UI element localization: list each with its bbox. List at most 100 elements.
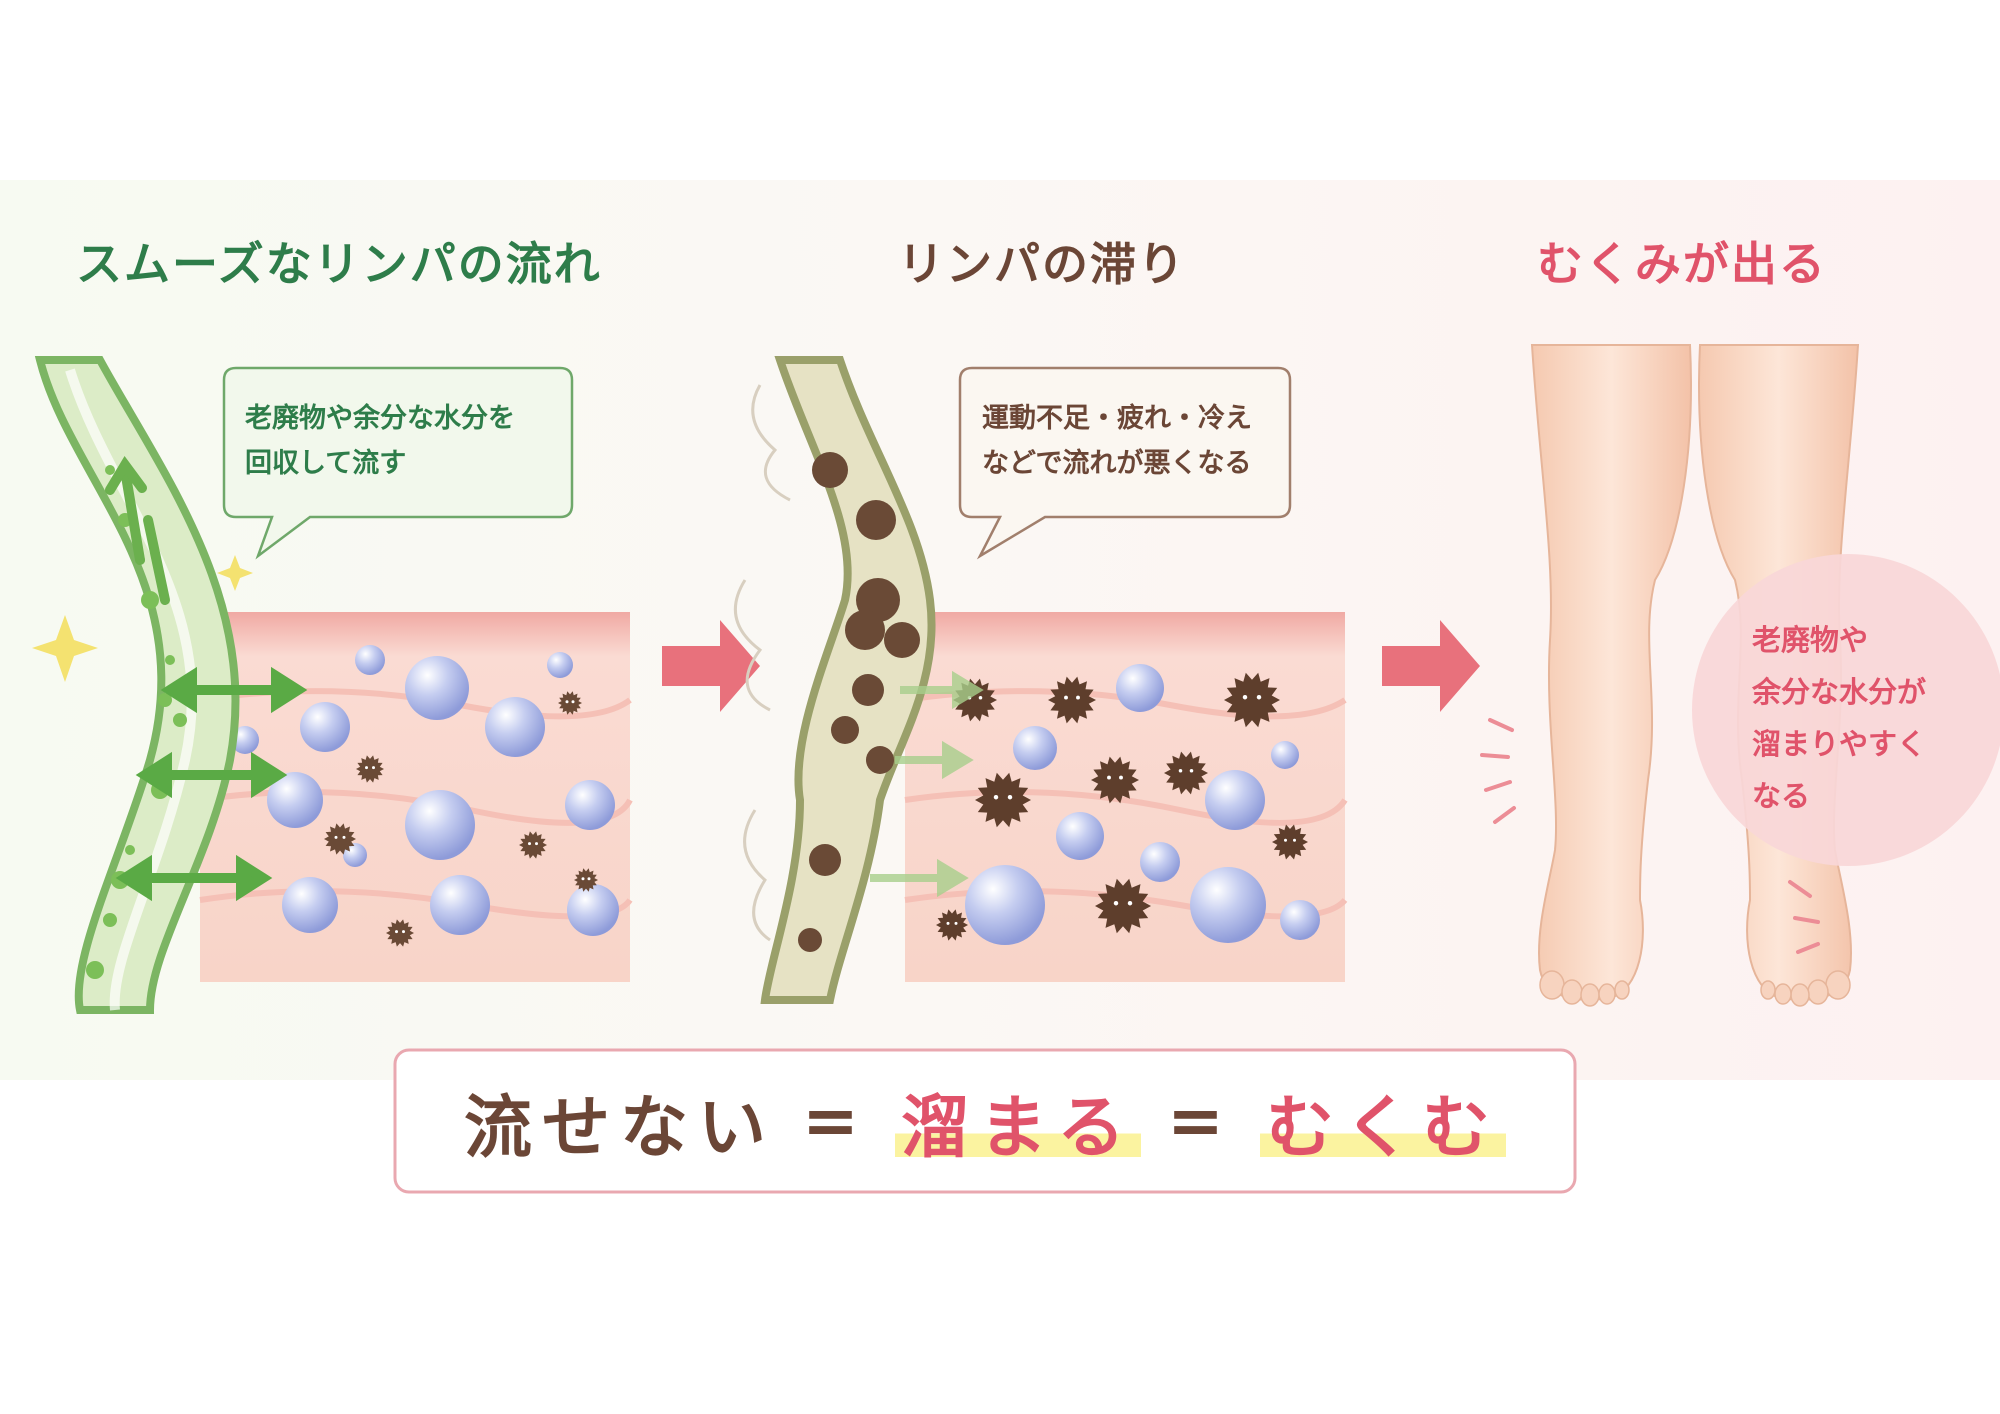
waste-eye [1119,775,1123,780]
water-bubble [1271,741,1299,769]
waste-eye [1064,695,1068,700]
waste-particle [1095,878,1151,934]
arrow-right-icon [1382,620,1480,712]
waste-eye [395,930,398,934]
water-bubble [355,645,385,675]
formula-part-no-flow: 流せない [463,1088,776,1168]
waste-clump [845,610,885,650]
flow-particle [165,655,175,665]
waste-particle [386,919,414,947]
formula-equals: = [1167,1081,1234,1161]
waste-eye [1284,838,1287,842]
water-bubble [405,656,469,720]
waste-eye [402,930,405,934]
waste-eye [372,766,375,770]
water-bubble [1013,726,1057,770]
water-bubble [565,780,615,830]
bubble-line: などで流れが悪くなる [982,448,1252,479]
formula-part-swell: むくむ [1259,1071,1506,1171]
waste-particle [324,823,356,855]
waste-eye [946,921,950,925]
waste-eye [1007,794,1013,800]
speech-bubble [222,366,574,560]
flow-arrows [105,456,170,605]
formula: 流せない = 溜まる = むくむ [400,1052,1570,1190]
swelling-marks [1480,718,1820,954]
waste-particle [558,691,582,715]
circle-line: 溜まりやすく [1752,727,1927,761]
waste-particle [1272,824,1308,860]
waste-clump [856,500,896,540]
waste-eye [1076,695,1080,700]
waste-eye [535,842,538,846]
panel-swelling [1480,344,2000,1007]
waste-eye [1189,769,1194,773]
panel-title-stagnation: リンパの滞り [898,237,1186,291]
flow-particle [103,913,117,927]
waste-eye [1178,769,1183,773]
waste-eye [1256,694,1262,700]
waste-clump [812,452,848,488]
waste-eye [365,766,368,770]
waste-particles [324,691,598,947]
formula-equals: = [802,1081,869,1161]
swelling-lines [733,384,791,942]
flow-particle [158,693,172,707]
water-bubble [965,865,1045,945]
waste-eye [528,842,531,846]
bubble-line: 運動不足・疲れ・冷え [982,403,1252,434]
water-bubble [567,884,619,936]
waste-clump [831,716,859,744]
arrow-right-icon [662,620,760,712]
waste-particle [356,755,384,783]
bubble-line: 回収して流す [245,448,407,479]
water-bubble [1205,770,1265,830]
water-bubbles [965,664,1320,945]
panel-title-swelling: むくみが出る [1537,237,1827,291]
waste-particle [574,868,598,892]
flow-particle [173,713,187,727]
circle-line: 余分な水分が [1752,675,1927,709]
panel-stagnation [733,356,1348,1004]
flow-particle [125,845,135,855]
water-bubble [1140,842,1180,882]
sparkle-icon [32,615,98,682]
bubble-text-stagnation: 運動不足・疲れ・冷え などで流れが悪くなる [982,396,1252,486]
sparkle-icon [217,555,253,591]
panel-smooth-flow [32,356,633,1014]
waste-eye [954,921,958,925]
waste-eye [1107,775,1111,780]
water-bubble [485,697,545,757]
waste-particle [519,831,547,859]
waste-eye [978,696,983,700]
waste-clump [884,622,920,658]
waste-clump [866,746,894,774]
speech-bubble [958,366,1292,560]
flow-particle [141,591,159,609]
toes [1539,970,1851,1007]
water-bubble [300,702,350,752]
waste-clump [798,928,822,952]
exchange-arrows [115,666,308,902]
water-bubble [267,772,323,828]
waste-clump [809,844,841,876]
circle-line: 老廃物や [1752,623,1869,657]
waste-particles [936,672,1308,941]
waste-particle [1164,751,1208,795]
waste-eye [581,877,585,881]
waste-eye [342,835,346,839]
formula-part-accumulate: 溜まる [894,1071,1141,1171]
water-bubble [282,877,338,933]
waste-eye [565,700,569,704]
waste-eye [1113,900,1119,906]
water-bubbles [231,645,619,936]
waste-eye [1242,694,1248,700]
water-bubble [1056,812,1104,860]
bubble-line: 老廃物や余分な水分を [245,403,515,434]
waste-eye [1127,900,1133,906]
waste-eye [1293,838,1296,842]
waste-eye [993,794,999,800]
water-bubble [547,652,573,678]
